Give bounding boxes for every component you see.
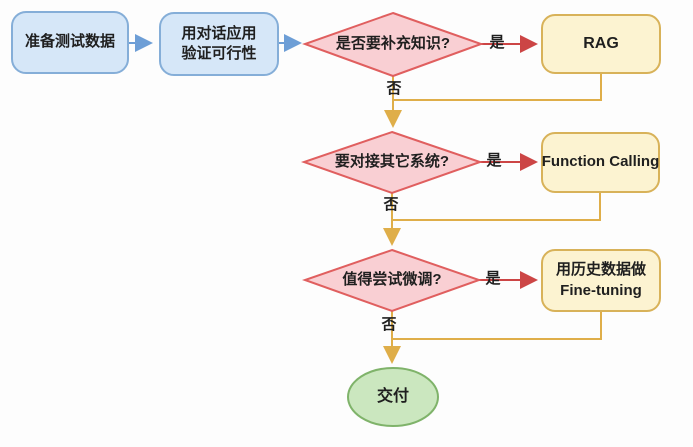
edge-function-calling-return [392,192,601,221]
decision-systems-diamond-shape [300,130,484,195]
edge-fine-tuning-return [392,311,602,340]
verify-feasibility-label-line1: 用对话应用 [181,24,257,42]
fine-tuning-label: 用历史数据做 Fine-tuning [542,250,660,311]
deliver-label: 交付 [376,388,409,406]
prepare-data-label: 准备测试数据 [24,33,115,51]
decision-finetune-diamond-shape [301,248,483,313]
fine-tuning-label-line2: Fine-tuning [560,281,642,299]
decision-knowledge-diamond-shape [302,11,484,78]
edge-label-yes-2: 是 [486,152,502,169]
function-calling-label: Function Calling [541,153,660,171]
prepare-data-node-shape [11,11,129,74]
deliver-node-shape [347,367,439,427]
rag-label: RAG [583,35,619,53]
verify-feasibility-label-line2: 验证可行性 [181,45,257,62]
verify-feasibility-node-shape [159,12,279,76]
edge-rag-return [393,73,602,101]
edge-label-no-2: 否 [383,196,399,213]
decision-systems-label: 要对接其它系统? [334,153,450,171]
function-calling-node-shape [541,132,660,193]
edge-label-yes-1: 是 [489,34,505,51]
fine-tuning-node-shape [541,249,661,312]
edge-label-no-3: 否 [381,316,397,333]
rag-node-shape [541,14,661,74]
decision-knowledge-label: 是否要补充知识? [335,35,451,53]
decision-finetune-label: 值得尝试微调? [342,271,442,289]
verify-feasibility-label: 用对话应用 验证可行性 [160,13,278,75]
edge-label-no-1: 否 [386,80,402,97]
edge-label-yes-3: 是 [485,270,501,287]
fine-tuning-label-line1: 用历史数据做 [555,261,646,279]
